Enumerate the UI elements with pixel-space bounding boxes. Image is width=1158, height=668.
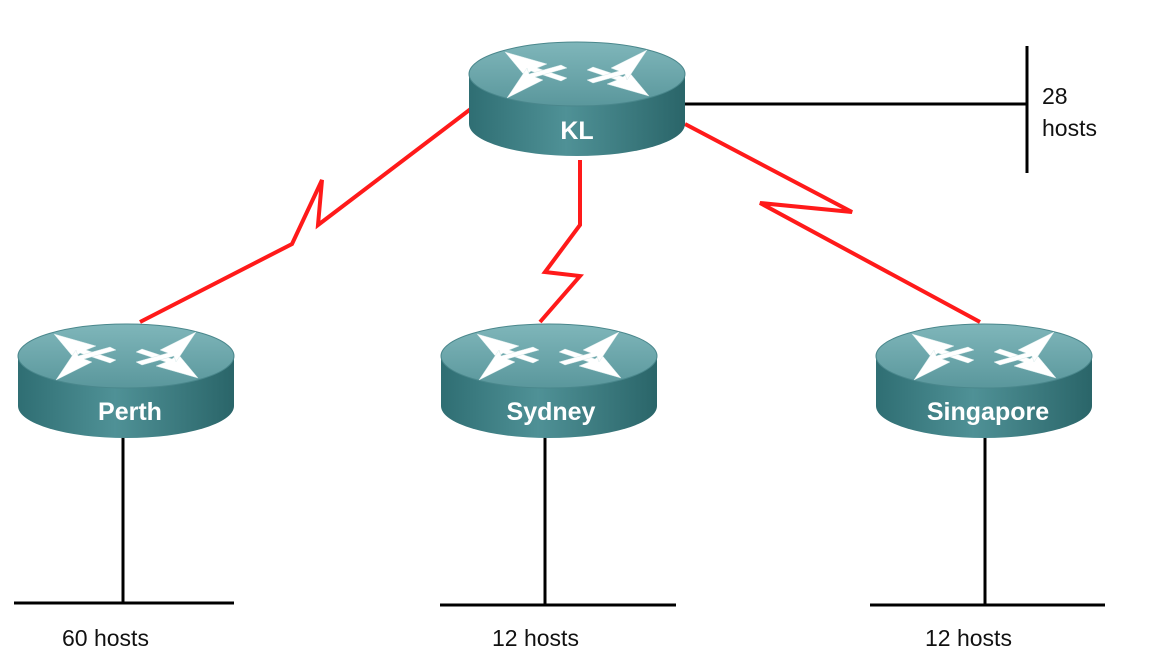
serial-link-kl-singapore [684,122,981,324]
serial-link-kl-perth [139,106,474,324]
sydney-hosts-label: 12 hosts [492,625,579,651]
singapore-lan-link [870,435,1105,607]
perth-hosts-label: 60 hosts [62,625,149,651]
kl-hosts-unit: hosts [1042,115,1097,141]
router-perth[interactable]: Perth [17,323,235,439]
router-singapore[interactable]: Singapore [875,323,1093,439]
singapore-hosts-label: 12 hosts [925,625,1012,651]
router-singapore-label: Singapore [927,398,1049,426]
router-sydney-label: Sydney [507,398,596,426]
perth-lan-link [14,435,234,605]
router-perth-label: Perth [98,398,162,426]
router-kl[interactable]: KL [468,41,686,157]
kl-lan-link [680,46,1029,173]
serial-link-kl-sydney [538,160,585,324]
sydney-lan-link [440,435,676,607]
router-sydney[interactable]: Sydney [440,323,658,439]
kl-hosts-count: 28 [1042,83,1068,109]
router-kl-label: KL [560,117,593,145]
